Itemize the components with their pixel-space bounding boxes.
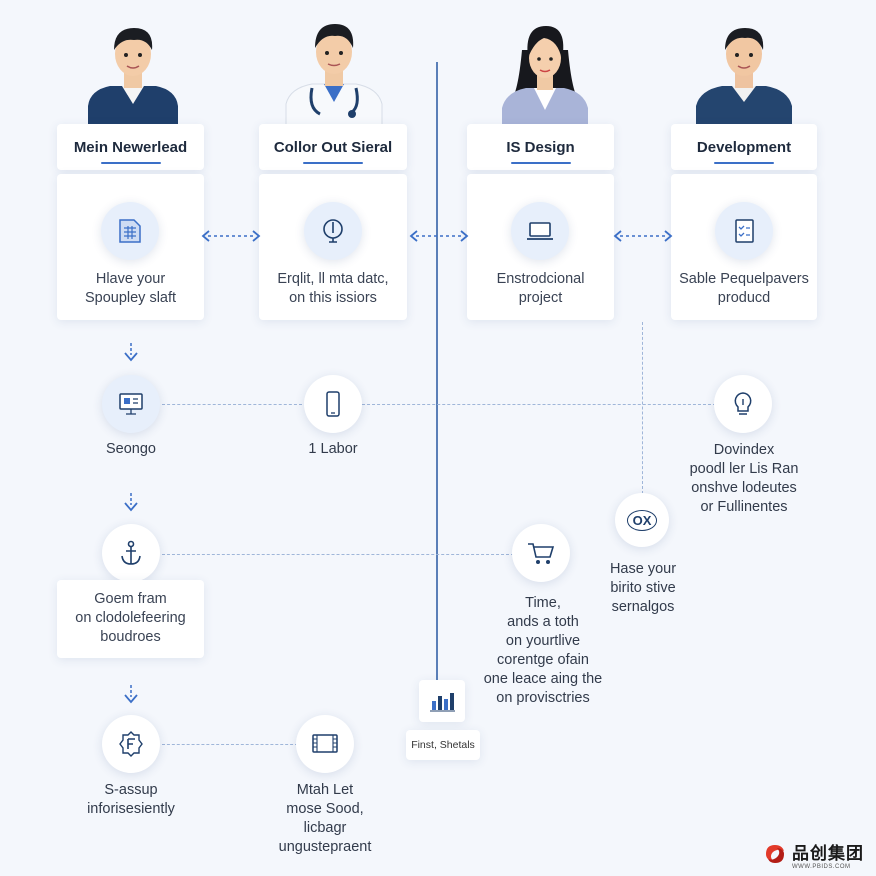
arrow-down-icon (123, 684, 139, 704)
stage-4-text-line: producd (717, 290, 771, 306)
column-header-3: IS Design (467, 124, 614, 170)
connector-line (162, 404, 302, 405)
dovindex-line: Dovindex (713, 442, 775, 458)
dovindex-line: or Fullinentes (700, 499, 788, 515)
center-divider-line (436, 62, 438, 680)
stage-card-2: Erqlit, ll mta datc, on this issiors (259, 174, 407, 320)
man-avatar-icon (84, 22, 182, 126)
anchor-icon (102, 524, 160, 582)
f-badge-icon (102, 715, 160, 773)
developer-avatar-icon (694, 22, 794, 126)
connector-line (162, 554, 514, 555)
stats-label: Finst, Shetals (411, 739, 475, 751)
stage-3-text-line: Enstrodcional (496, 271, 585, 287)
stage-2-text-line: on this issiors (289, 290, 377, 306)
ox-line: sernalgos (611, 599, 675, 615)
monitor-icon (102, 375, 160, 433)
time-line: on provisctries (496, 690, 590, 706)
stage-4-text-line: Sable Pequelpavers (679, 271, 809, 287)
sassup-line: inforisesiently (87, 801, 175, 817)
column-header-3-label: IS Design (506, 138, 575, 156)
time-line: corentge ofain (497, 652, 589, 668)
column-header-4: Development (671, 124, 817, 170)
bidirectional-arrow-icon (408, 229, 470, 243)
stage-card-3: Enstrodcional project (467, 174, 614, 320)
column-header-2: Collor Out Sieral (259, 124, 407, 170)
checklist-icon (715, 202, 773, 260)
smartphone-icon (304, 375, 362, 433)
stage-1-text-line: Hlave your (95, 271, 166, 287)
brand-name: 品创集团 (792, 843, 864, 863)
stage-card-4: Sable Pequelpavers producd (671, 174, 817, 320)
document-chart-icon (101, 202, 159, 260)
arrow-down-icon (123, 342, 139, 362)
node-text-dovindex: Dovindex poodl ler Lis Ran onshve lodeut… (676, 441, 812, 517)
bidirectional-arrow-icon (612, 229, 674, 243)
node-text-time: Time, ands a toth on yourtlive corentge … (464, 594, 622, 708)
node-text-mtah: Mtah Let mose Sood, licbagr ungustepraen… (262, 781, 388, 857)
brand-url: WWW.PBIDS.COM (792, 863, 851, 870)
time-line: ands a toth (507, 614, 579, 630)
node-text-sassup: S-assup inforisesiently (66, 781, 196, 819)
stage-1-text-line: Spoupley slaft (84, 290, 177, 306)
node-label-seongo: Seongo (106, 441, 156, 457)
goem-line: boudroes (100, 629, 161, 645)
ox-badge-icon: OX (615, 493, 669, 547)
goem-card: Goem fram on clodolefeering boudroes (57, 580, 204, 658)
header-underline (714, 162, 774, 164)
connector-line (162, 744, 298, 745)
shopping-cart-icon (512, 524, 570, 582)
woman-avatar-icon (496, 20, 594, 126)
stage-3-text-line: project (518, 290, 563, 306)
mtah-line: ungustepraent (278, 839, 372, 855)
brand-watermark: 品创集团 WWW.PBIDS.COM (762, 838, 870, 870)
stage-2-text-line: Erqlit, ll mta datc, (277, 271, 389, 287)
node-label-labor: 1 Labor (308, 441, 358, 457)
film-screen-icon (296, 715, 354, 773)
ox-line: Hase your (609, 561, 677, 577)
dovindex-line: onshve lodeutes (691, 480, 797, 496)
mtah-line: licbagr (303, 820, 347, 836)
time-line: one leace aing the (483, 671, 603, 687)
connector-line (362, 404, 716, 405)
stats-label-card: Finst, Shetals (406, 730, 480, 760)
node-text-ox: Hase your birito stive sernalgos (580, 560, 706, 617)
goem-line: on clodolefeering (75, 610, 186, 626)
stage-card-1: Hlave your Spoupley slaft (57, 174, 204, 320)
sassup-line: S-assup (104, 782, 158, 798)
header-underline (100, 162, 161, 164)
bar-chart-icon (419, 680, 465, 722)
dovindex-line: poodl ler Lis Ran (689, 461, 799, 477)
column-header-1: Mein Newerlead (57, 124, 204, 170)
stethoscope-icon (304, 202, 362, 260)
ox-line: birito stive (610, 580, 676, 596)
ox-badge-text: OX (626, 509, 658, 531)
time-line: on yourtlive (505, 633, 581, 649)
connector-line (642, 322, 643, 494)
header-underline (303, 162, 363, 164)
goem-line: Goem fram (94, 591, 167, 607)
mtah-line: Mtah Let (296, 782, 354, 798)
lightbulb-icon (714, 375, 772, 433)
header-underline (510, 162, 571, 164)
column-header-4-label: Development (696, 138, 792, 156)
bidirectional-arrow-icon (200, 229, 262, 243)
laptop-icon (511, 202, 569, 260)
mtah-line: mose Sood, (286, 801, 364, 817)
brand-logo-icon (766, 845, 784, 863)
arrow-down-icon (123, 492, 139, 512)
doctor-avatar-icon (284, 16, 384, 126)
time-line: Time, (525, 595, 561, 611)
column-header-2-label: Collor Out Sieral (273, 138, 393, 156)
column-header-1-label: Mein Newerlead (73, 138, 188, 156)
